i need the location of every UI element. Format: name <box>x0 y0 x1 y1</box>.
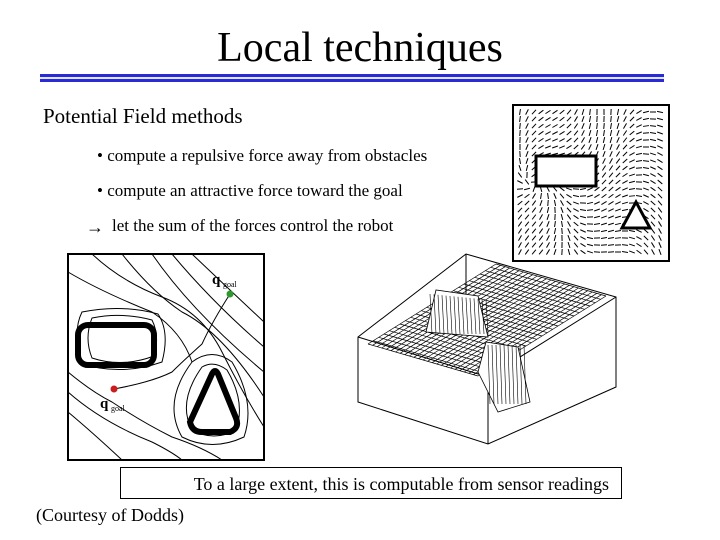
bullet-sum: let the sum of the forces control the ro… <box>112 216 394 235</box>
goal-label-sub: goal <box>223 280 238 289</box>
title-underline <box>40 74 664 82</box>
bullet-attractive: • compute an attractive force toward the… <box>97 181 403 200</box>
arrow-icon: → <box>86 217 104 237</box>
start-dot <box>110 385 118 393</box>
potential-surface-figure <box>357 253 617 445</box>
start-label: q <box>100 396 109 412</box>
goal-label: q <box>212 272 221 288</box>
caption: To a large extent, this is computable fr… <box>120 467 622 499</box>
vector-field-figure <box>512 104 670 262</box>
slide-title: Local techniques <box>217 25 503 71</box>
credit: (Courtesy of Dodds) <box>36 505 184 525</box>
goal-dot <box>226 290 234 298</box>
contour-map-figure: q goal q goal <box>67 253 265 461</box>
start-label-sub: goal <box>111 404 126 413</box>
subtitle: Potential Field methods <box>43 104 243 128</box>
bullet-repulsive: • compute a repulsive force away from ob… <box>97 146 428 165</box>
